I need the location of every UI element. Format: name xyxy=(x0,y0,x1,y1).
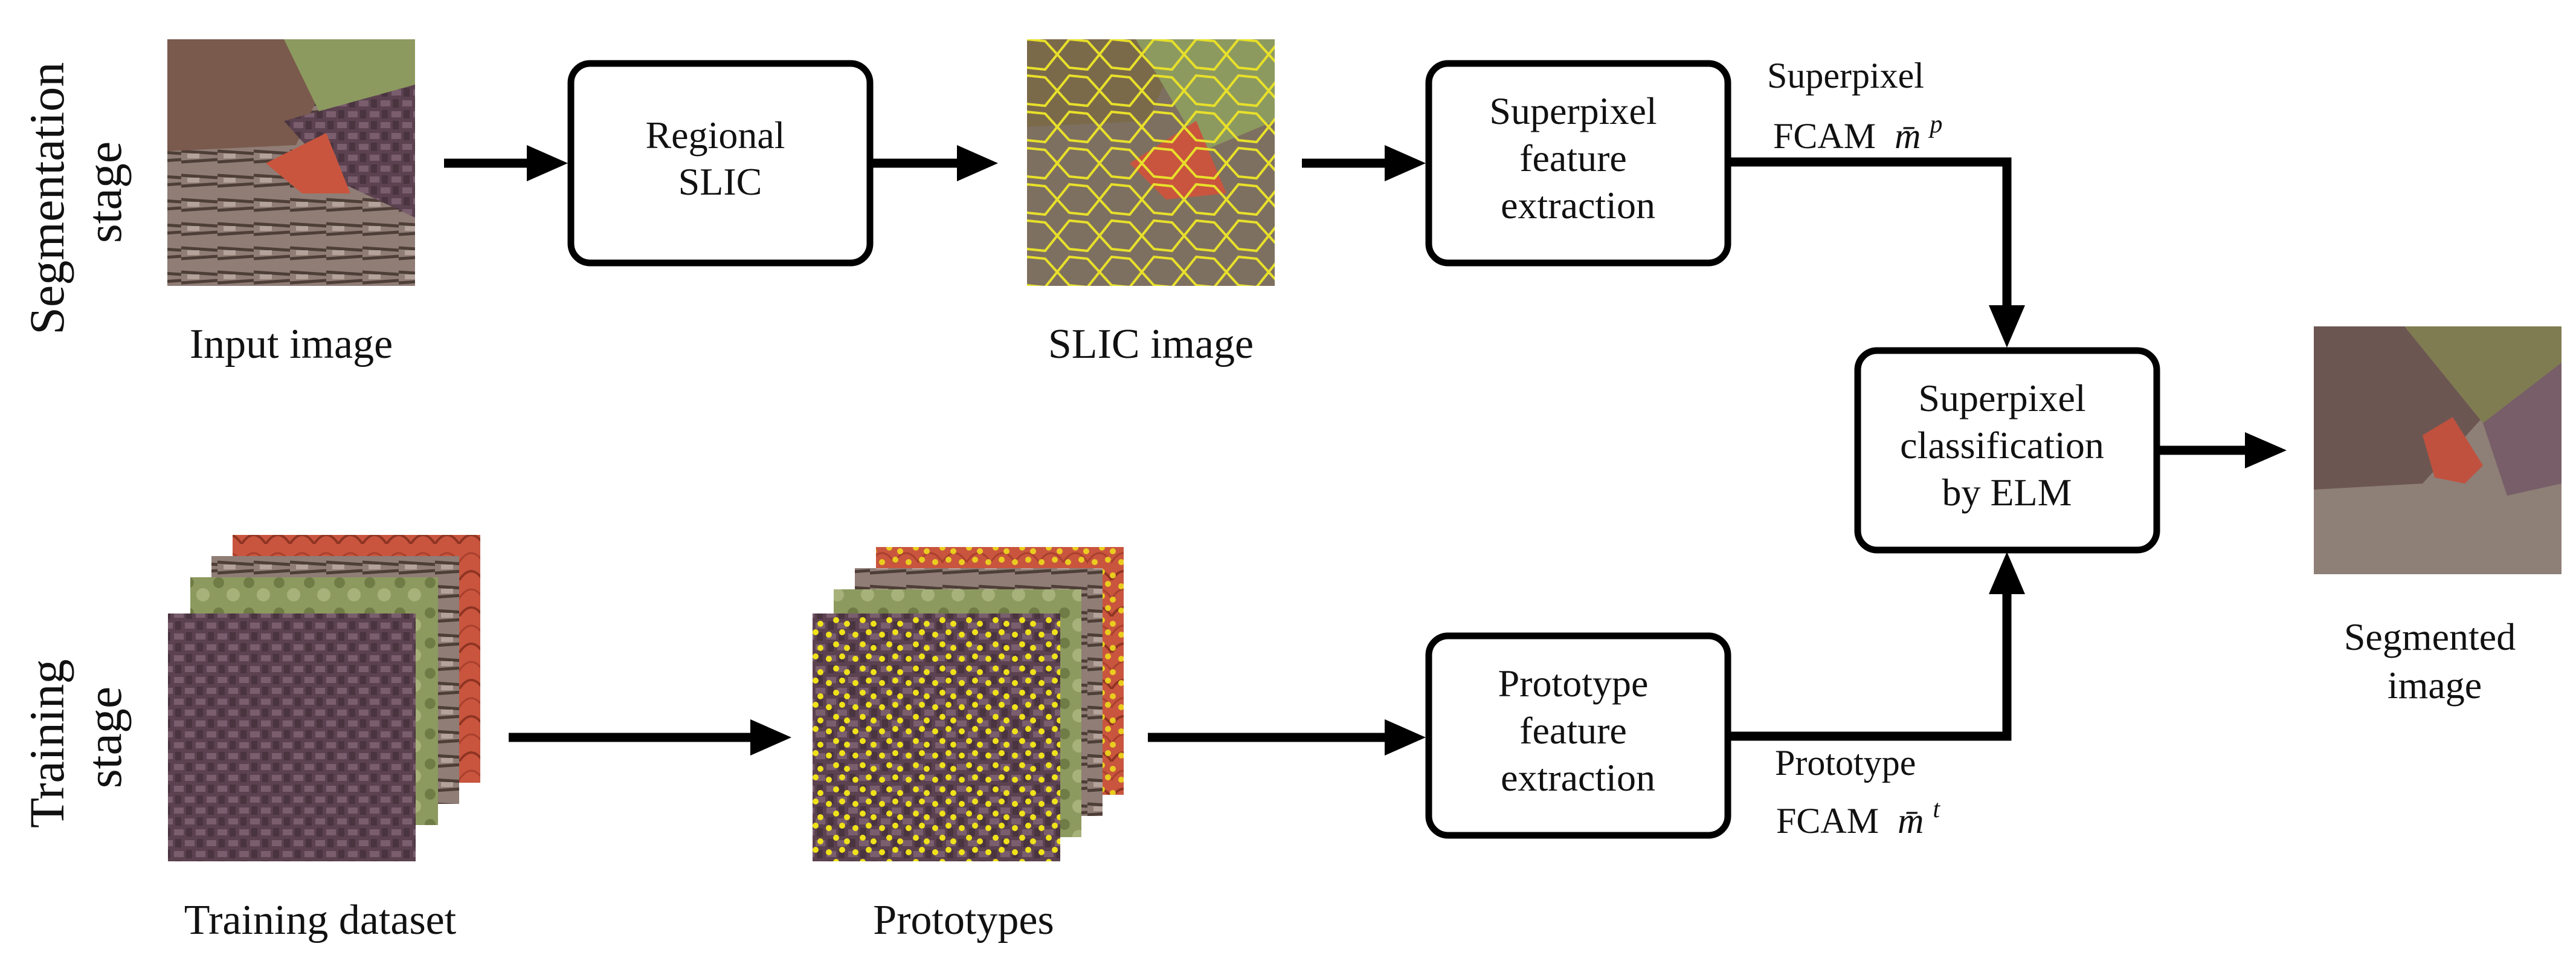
svg-text:Superpixel feature: Superpixel feature extraction xyxy=(1489,89,1666,227)
svg-text:Regional SLIC: Regional SLIC xyxy=(645,114,794,203)
arrow-prototype-feature-to-classification xyxy=(1728,552,2025,741)
svg-text:Prototype: Prototype xyxy=(1775,743,1916,783)
arrow-slic-to-image xyxy=(870,145,998,181)
caption-prototypes: Prototypes xyxy=(873,897,1054,944)
edge-label-superpixel-fcam: Superpixel FCAM m̄ p xyxy=(1767,56,1942,156)
arrow-prototypes-to-feature xyxy=(1148,719,1426,756)
box-superpixel-classification: Superpixel classification by ELM xyxy=(1854,347,2160,554)
box-regional-slic: Regional SLIC xyxy=(567,60,874,267)
stage-label-training: Training stage xyxy=(19,647,132,828)
caption-slic-image: SLIC image xyxy=(1048,321,1254,367)
box-prototype-feature-extraction: Prototype feature extraction xyxy=(1425,632,1731,839)
svg-text:FCAM m̄ p: FCAM m̄ p xyxy=(1773,111,1942,156)
arrow-input-to-slic xyxy=(444,145,568,181)
caption-input-image: Input image xyxy=(190,321,393,367)
caption-segmented-image: Segmented image xyxy=(2344,615,2525,707)
svg-text:Superpixel: Superpixel xyxy=(1767,56,1924,96)
caption-training-dataset: Training dataset xyxy=(184,897,457,944)
edge-label-prototype-fcam: Prototype FCAM m̄ t xyxy=(1775,743,1940,841)
arrow-dataset-to-prototypes xyxy=(509,719,791,756)
stage-label-segmentation: Segmentation stage xyxy=(19,50,132,334)
slic-image xyxy=(1027,39,1275,286)
svg-text:Prototype feature: Prototype feature extraction xyxy=(1498,662,1658,799)
svg-text:Superpixel classificatio: Superpixel classification by ELM xyxy=(1900,377,2114,514)
arrow-classification-to-segmented xyxy=(2157,432,2287,468)
svg-text:FCAM m̄ t: FCAM m̄ t xyxy=(1776,795,1940,841)
prototypes-stack xyxy=(813,547,1124,861)
training-dataset-stack xyxy=(168,535,480,861)
box-superpixel-feature-extraction: Superpixel feature extraction xyxy=(1425,60,1731,267)
arrow-image-to-superpixel-feature xyxy=(1302,145,1426,181)
input-image xyxy=(167,39,415,286)
segmented-image xyxy=(2314,326,2562,574)
arrow-superpixel-feature-to-classification xyxy=(1728,157,2025,348)
